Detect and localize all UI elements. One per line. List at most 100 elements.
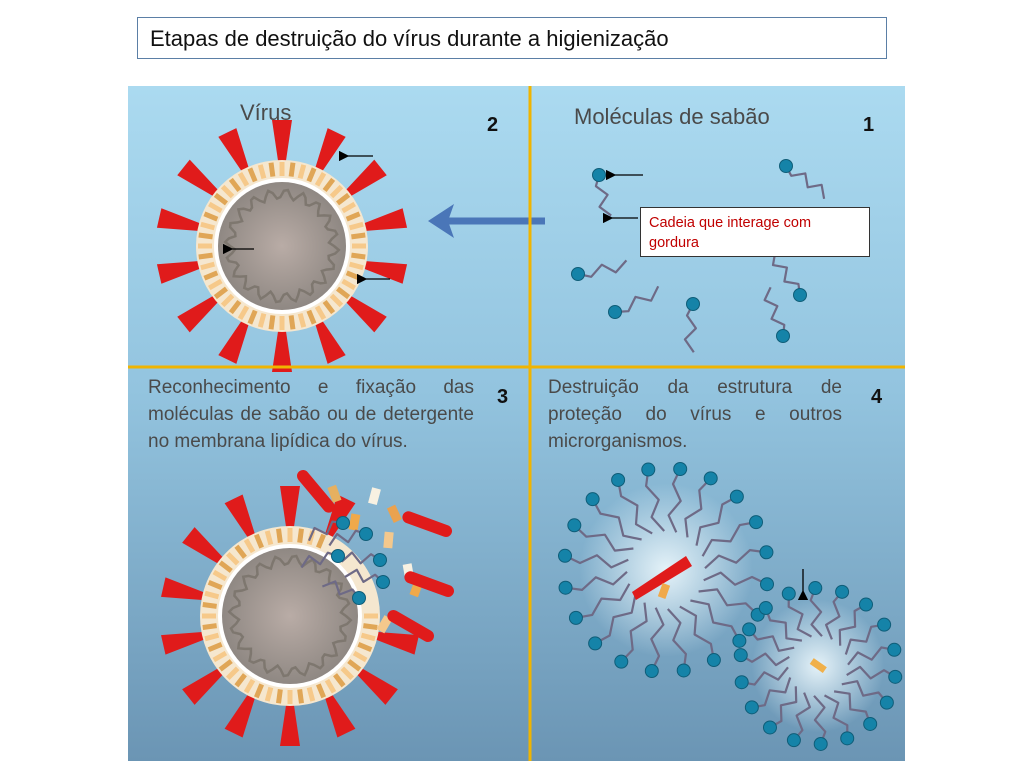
soap-head — [781, 586, 796, 601]
soap-tail — [809, 587, 823, 637]
soap-head — [760, 577, 775, 592]
envelope-segment — [306, 167, 317, 183]
envelope-segment — [234, 673, 247, 688]
soap-tail — [591, 498, 642, 541]
virus-spike — [218, 128, 250, 174]
envelope-segment — [254, 683, 264, 699]
envelope-segment — [237, 172, 250, 187]
envelope-segment — [198, 252, 213, 260]
soap-head — [776, 329, 790, 343]
soap-head — [759, 545, 774, 560]
envelope-segment — [207, 580, 223, 590]
virus-label: Vírus — [240, 100, 292, 125]
soap-head — [614, 654, 629, 669]
envelope-fragment — [376, 615, 393, 634]
envelope-segment — [329, 184, 344, 199]
virus-core — [222, 548, 358, 684]
envelope-segment — [314, 305, 327, 320]
soap-tail — [594, 174, 612, 217]
soap-tail — [300, 551, 339, 569]
envelope-fragment — [327, 484, 342, 503]
envelope-segment — [341, 201, 356, 214]
soap-tail — [841, 680, 888, 704]
soap-head — [673, 461, 688, 476]
soap-head — [859, 597, 874, 612]
envelope-segment — [213, 286, 228, 300]
envelope-segment — [218, 659, 233, 672]
envelope-segment — [322, 300, 336, 315]
soap-tail — [321, 580, 360, 599]
virus-spike — [224, 691, 256, 738]
envelope-segment — [247, 167, 258, 183]
envelope-segment — [306, 686, 316, 702]
soap-tail — [614, 285, 660, 314]
detached-spike — [404, 571, 454, 597]
envelope-segment — [257, 164, 267, 180]
virus-spike — [355, 666, 398, 705]
envelope-segment — [357, 642, 373, 652]
virus-spike — [156, 208, 203, 232]
soap-head — [331, 549, 345, 563]
virus-rna — [227, 554, 353, 678]
soap-head — [813, 736, 828, 751]
envelope-segment — [352, 650, 368, 663]
soap-tail — [748, 628, 795, 652]
detached-spike — [387, 610, 434, 642]
soap-tail — [847, 646, 895, 666]
soap-tail — [695, 495, 738, 546]
envelope-segment — [208, 201, 223, 214]
soap-tail — [769, 686, 798, 729]
envelope-segment — [234, 544, 247, 559]
soap-tail — [564, 554, 629, 569]
envelope-segment — [297, 528, 304, 543]
envelope-segment — [226, 552, 240, 566]
soap-head — [742, 622, 757, 637]
envelope-fragment — [368, 487, 381, 506]
detached-spike — [297, 470, 335, 513]
soap-head — [835, 584, 850, 599]
envelope-segment — [237, 305, 250, 320]
soap-head — [733, 648, 748, 663]
soap-head — [840, 731, 855, 746]
virus-spike — [177, 294, 221, 333]
envelope-segment — [200, 261, 216, 271]
soap-head — [863, 716, 878, 731]
virus-spike — [343, 294, 387, 333]
step-3-number: 3 — [497, 386, 509, 408]
soap-tail — [340, 551, 381, 565]
soap-tail — [650, 607, 665, 672]
process-arrow-head — [428, 204, 454, 238]
envelope-segment — [254, 533, 264, 549]
envelope-segment — [203, 211, 219, 222]
title-box: Etapas de destruição do vírus durante a … — [137, 17, 887, 59]
envelope-segment — [220, 293, 235, 308]
step-4-number: 4 — [871, 386, 883, 408]
envelope-segment — [218, 560, 233, 573]
soap-head — [558, 580, 573, 595]
soap-head — [567, 518, 582, 533]
envelope-segment — [297, 164, 307, 180]
soap-tail — [698, 588, 759, 616]
virus-core — [218, 182, 346, 310]
soap-head — [641, 462, 656, 477]
soap-tail — [825, 591, 843, 640]
chain-note-text: Cadeia que interage com gordura — [649, 215, 812, 251]
soap-head — [608, 305, 622, 319]
envelope-segment — [202, 602, 217, 609]
virus-body — [196, 160, 368, 332]
soap-head — [373, 553, 387, 567]
soap-tail — [684, 477, 712, 538]
soap-head — [732, 633, 747, 648]
soap-head — [703, 471, 718, 486]
soap-head — [808, 581, 823, 596]
soap-tail — [785, 165, 826, 199]
destroyed-spike — [632, 556, 692, 600]
envelope-segment — [340, 666, 354, 680]
soap-tail — [620, 602, 648, 663]
envelope-segment — [203, 270, 219, 281]
soap-tail — [751, 677, 792, 709]
protein-fragment — [809, 658, 827, 674]
envelope-segment — [228, 300, 242, 315]
virus-spike — [161, 577, 207, 601]
soap-tail — [617, 479, 653, 535]
